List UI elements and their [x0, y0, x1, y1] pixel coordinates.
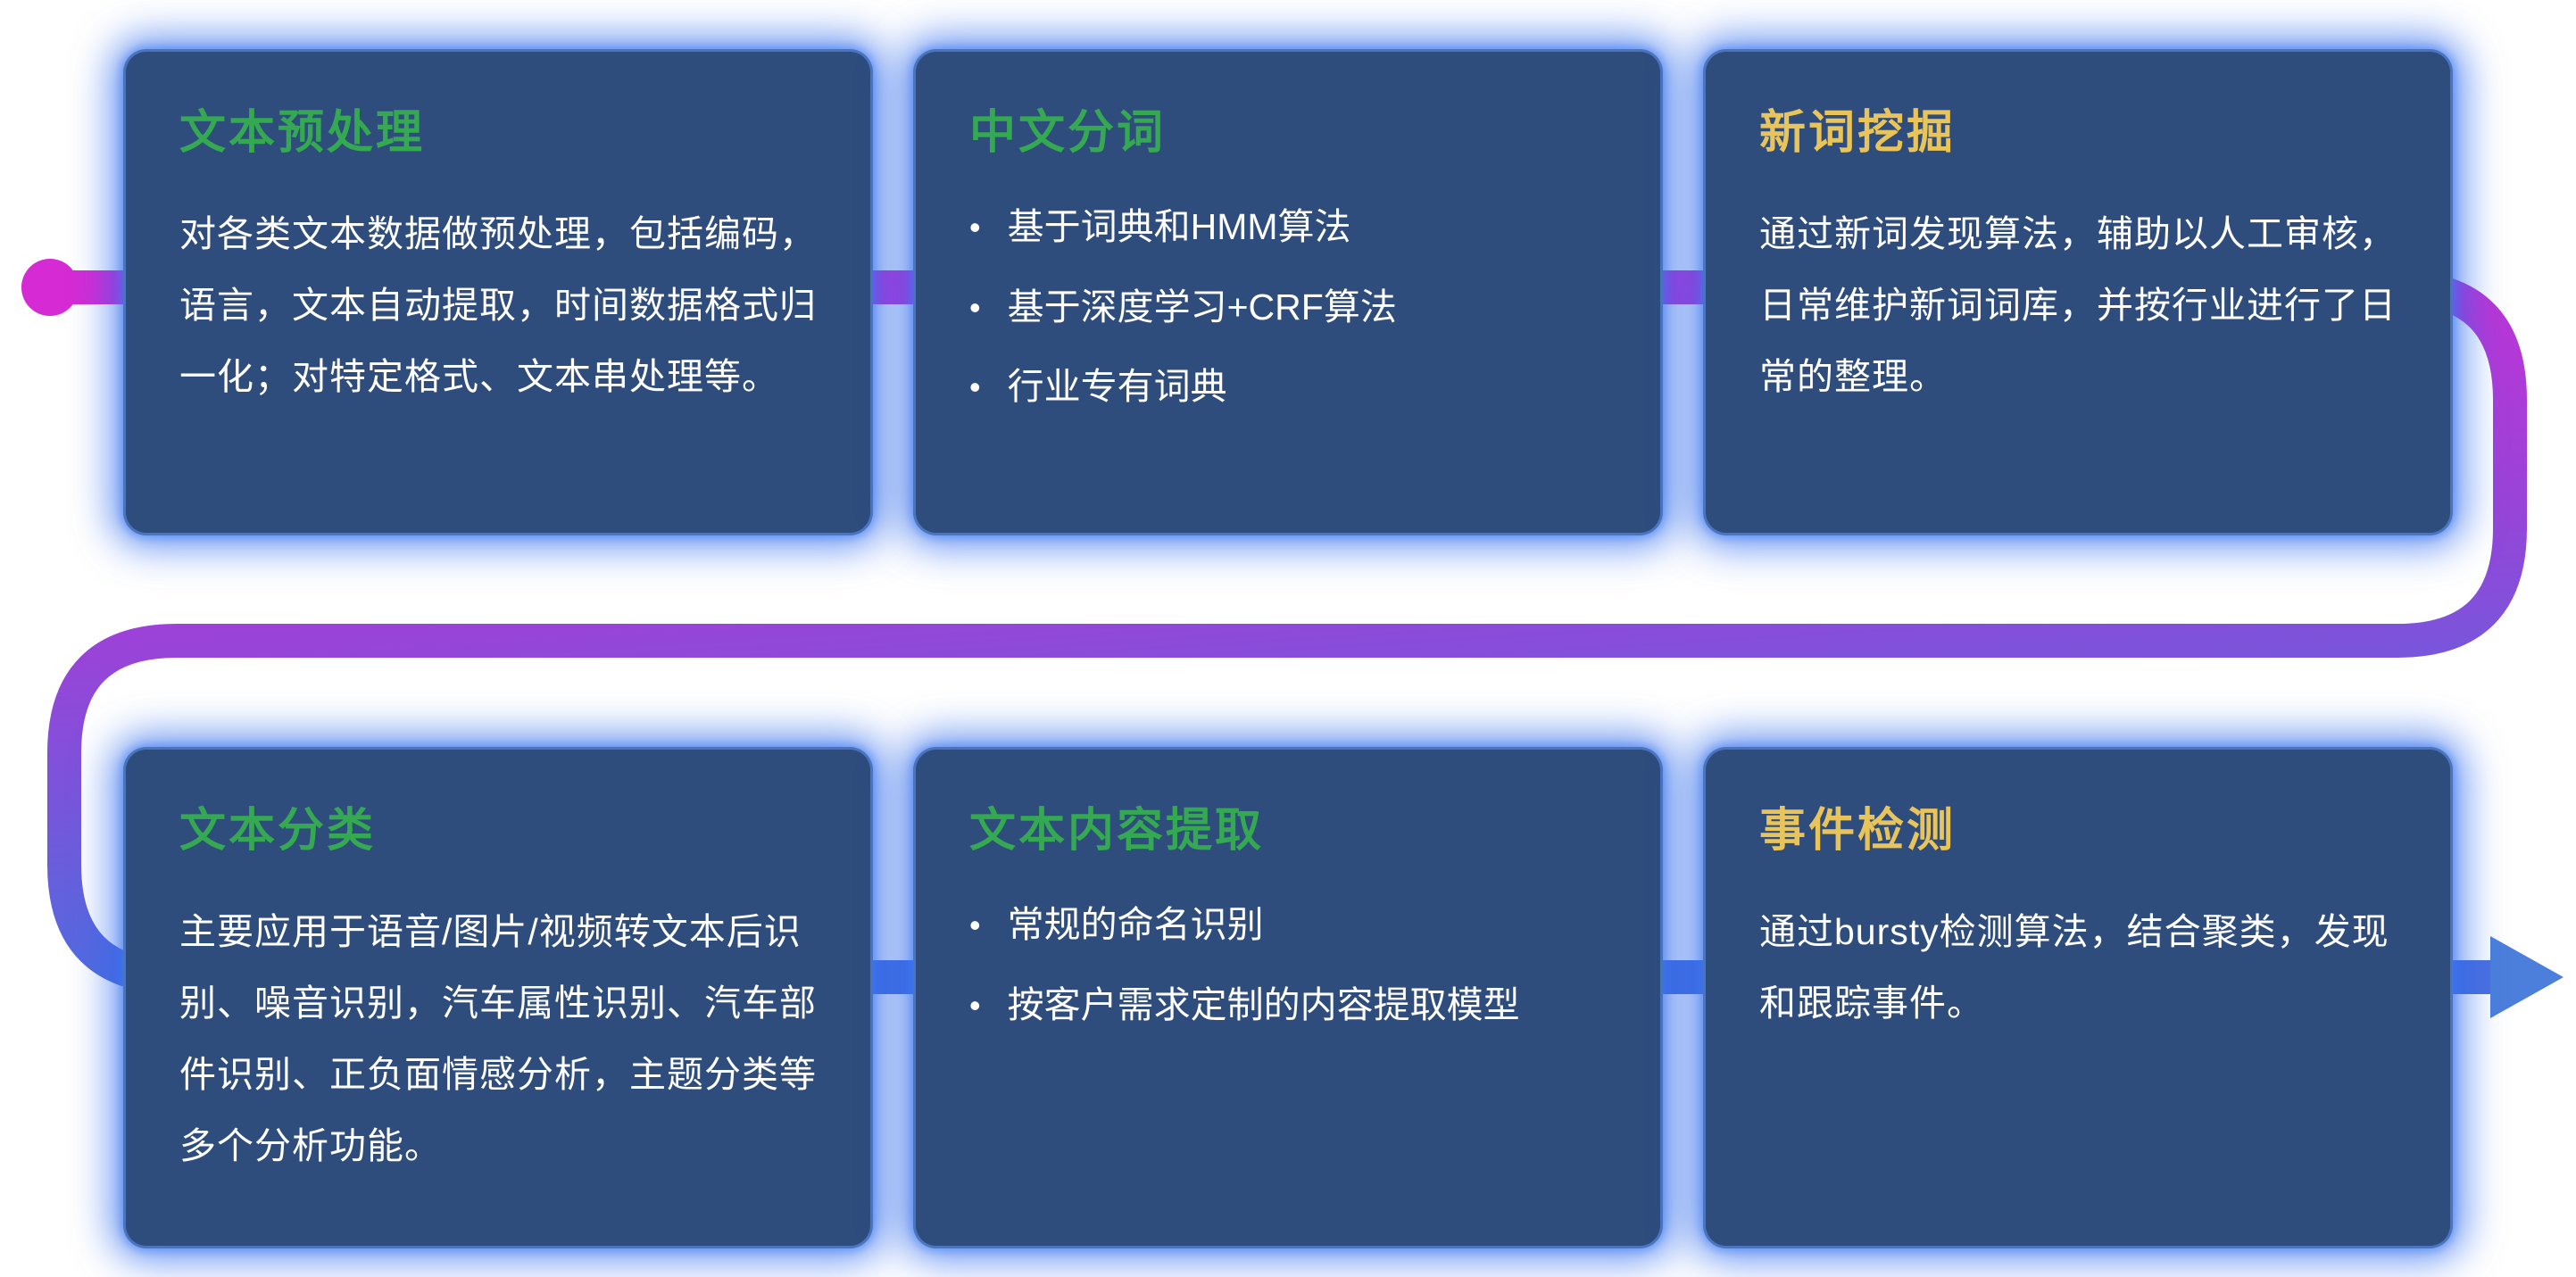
card-title: 新词挖掘: [1759, 107, 1957, 159]
card-new-word-mining: 新词挖掘 通过新词发现算法，辅助以人工审核，日常维护新词词库，并按行业进行了日常…: [1703, 49, 2453, 535]
bullet-text: 按客户需求定制的内容提取模型: [1007, 983, 1520, 1025]
card-title: 中文分词: [969, 107, 1167, 159]
bullet-text: 基于深度学习+CRF算法: [1007, 286, 1397, 328]
card-title: 文本预处理: [179, 107, 426, 159]
bullet-item: • 基于深度学习+CRF算法: [969, 279, 1607, 336]
bullet-dot-icon: •: [969, 209, 981, 245]
bullet-item: • 按客户需求定制的内容提取模型: [969, 977, 1607, 1034]
card-title: 文本内容提取: [969, 805, 1265, 857]
bullet-dot-icon: •: [969, 907, 981, 943]
bullet-dot-icon: •: [969, 288, 981, 326]
card-bullets: • 常规的命名识别 • 按客户需求定制的内容提取模型: [969, 897, 1607, 1033]
card-body: 对各类文本数据做预处理，包括编码，语言，文本自动提取，时间数据格式归一化；对特定…: [179, 213, 817, 397]
bullet-dot-icon: •: [969, 369, 981, 406]
card-text-content-extraction: 文本内容提取 • 常规的命名识别 • 按客户需求定制的内容提取模型: [913, 747, 1663, 1248]
card-title: 文本分类: [179, 805, 377, 857]
bullet-item: • 常规的命名识别: [969, 897, 1607, 954]
flow-end-arrow-icon: [2490, 936, 2564, 1018]
card-title: 事件检测: [1759, 805, 1957, 857]
card-body: 通过新词发现算法，辅助以人工审核，日常维护新词词库，并按行业进行了日常的整理。: [1759, 213, 2397, 397]
bullet-item: • 行业专有词典: [969, 359, 1607, 416]
flow-line: [46, 270, 2527, 994]
card-event-detection: 事件检测 通过bursty检测算法，结合聚类，发现和跟踪事件。: [1703, 747, 2453, 1248]
card-body: 主要应用于语音/图片/视频转文本后识别、噪音识别，汽车属性识别、汽车部件识别、正…: [179, 911, 817, 1166]
card-bullets: • 基于词典和HMM算法 • 基于深度学习+CRF算法 • 行业专有词典: [969, 199, 1607, 416]
card-text-preprocessing: 文本预处理 对各类文本数据做预处理，包括编码，语言，文本自动提取，时间数据格式归…: [123, 49, 873, 535]
bullet-text: 常规的命名识别: [1007, 904, 1264, 945]
flow-start-dot-icon: [21, 259, 79, 316]
card-text-classification: 文本分类 主要应用于语音/图片/视频转文本后识别、噪音识别，汽车属性识别、汽车部…: [123, 747, 873, 1248]
bullet-item: • 基于词典和HMM算法: [969, 199, 1607, 256]
card-body: 通过bursty检测算法，结合聚类，发现和跟踪事件。: [1759, 911, 2389, 1024]
bullet-text: 基于词典和HMM算法: [1007, 206, 1351, 247]
bullet-text: 行业专有词典: [1007, 366, 1227, 408]
bullet-dot-icon: •: [969, 986, 981, 1024]
card-chinese-word-segmentation: 中文分词 • 基于词典和HMM算法 • 基于深度学习+CRF算法 • 行业专有词典: [913, 49, 1663, 535]
